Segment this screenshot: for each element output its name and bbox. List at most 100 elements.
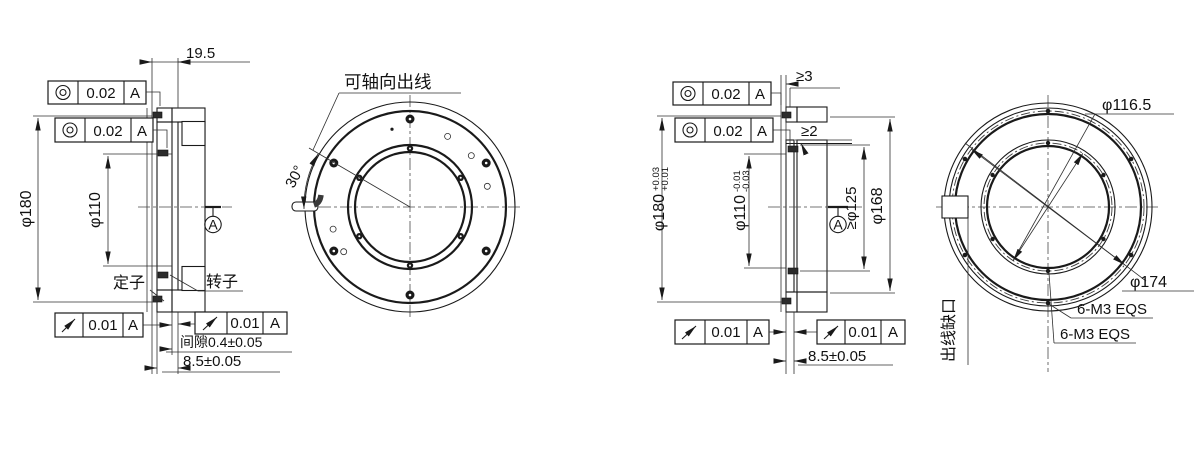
fcf1-datum: A (755, 86, 765, 103)
notch-label-text: 出线缺口 (940, 298, 958, 362)
fcf1-datum: A (130, 85, 140, 102)
concentricity-icon (55, 84, 71, 101)
extension-lines (146, 58, 179, 374)
stator-section (156, 121, 173, 291)
screw-icons (781, 111, 799, 305)
d1-section-view: 19.5 0.02 A 0.02 A (18, 45, 292, 374)
d1-fcf1: 0.02 A (47, 80, 161, 106)
d1-part-body (138, 58, 232, 374)
d2-runout-left: 0.01 A (674, 319, 786, 345)
dia-116-5-text: φ116.5 (1102, 97, 1151, 114)
runout-right-datum: A (888, 324, 898, 341)
ge3-text: ≥3 (796, 68, 813, 85)
dim-dia-110-lower: -0.03 (741, 170, 752, 192)
d1-outlet-label: 可轴向出线 (312, 72, 461, 151)
rotor-section (796, 139, 828, 293)
d1-dim-depth: 8.5±0.05 (144, 353, 280, 373)
dim-dia-180: φ180 (18, 190, 35, 227)
dim-19-5: 19.5 (186, 45, 215, 62)
outer-bolts-text: 6-M3 EQS (1077, 301, 1147, 318)
runout-right-tol: 0.01 (848, 324, 877, 341)
runout-left-datum: A (128, 317, 138, 334)
outer-bolt-heads (329, 114, 491, 300)
d2-inner-bolts-label: 6-M3 EQS (1048, 272, 1136, 344)
inner-ring-circle (346, 143, 474, 271)
rotor-label: 转子 (206, 273, 238, 291)
runout-left-tol: 0.01 (711, 324, 740, 341)
d1-dim-bore-dia: φ110 (87, 153, 172, 267)
concentricity-icon (62, 122, 78, 138)
ge2-text: ≥2 (801, 123, 818, 140)
inner-step-circle (980, 139, 1116, 275)
d2-dim-min-plate: ≥3 (786, 68, 840, 89)
runout-right-datum: A (270, 315, 280, 332)
d2-dim-min-clear: ≥2 (786, 123, 852, 156)
d2-dim-bore-dia: φ110 -0.01 -0.03 (732, 153, 786, 269)
rotor-section (177, 121, 206, 291)
d2-dim-min-clearance: ≥φ125 (800, 144, 870, 272)
dim-dia-168: φ168 (869, 187, 886, 224)
inner-bolt-heads (356, 145, 464, 269)
d2-fcf2: 0.02 A (674, 117, 791, 146)
dia-174-text: φ174 (1130, 274, 1167, 291)
fcf2-tol: 0.02 (93, 123, 122, 140)
d1-fcf2: 0.02 A (54, 117, 168, 148)
dim-dia-110-upper: -0.01 (732, 170, 743, 192)
fcf1-tol: 0.02 (711, 86, 740, 103)
d2-dim-outer-dia: φ180 +0.03 +0.01 (651, 115, 786, 303)
d2-dim-register: φ168 (830, 116, 895, 294)
concentricity-icon (682, 122, 698, 138)
notch-label: 出线缺口 (940, 218, 969, 365)
depth-dim-text: 8.5±0.05 (808, 348, 866, 365)
d1-runout-right: 0.01 A (178, 311, 288, 335)
d2-runout-right: 0.01 A (794, 319, 906, 345)
inner-bolt-points (990, 140, 1106, 274)
dim-dia-125: ≥φ125 (843, 187, 860, 230)
angle-30-text: 30° (282, 163, 308, 191)
wire-outlet-notch (941, 195, 969, 219)
d2-fcf1: 0.02 A (672, 81, 782, 106)
d1-part-labels: 定子 转子 (113, 273, 243, 302)
d1-datum-flag: A (204, 205, 222, 234)
gap-dim-text: 间隙0.4±0.05 (180, 334, 263, 350)
fcf2-datum: A (137, 123, 147, 140)
d2-section-view: ≥3 ≥2 0.02 A (651, 68, 906, 374)
d1-dim-outer-dia: φ180 (18, 115, 157, 303)
bore-circle (985, 144, 1111, 270)
datum-a-label: A (208, 217, 218, 233)
circular-runout-icon (202, 316, 218, 331)
depth-dim-text: 8.5±0.05 (183, 353, 241, 370)
inner-bolts-text: 6-M3 EQS (1060, 326, 1130, 343)
d1-dim-angle: 30° (282, 147, 411, 210)
dim-dia-180-lower: +0.01 (660, 167, 671, 191)
dim-dia-110: φ110 (87, 192, 104, 228)
circular-runout-icon (823, 325, 839, 340)
dim-dia-110-main: φ110 (732, 195, 749, 231)
fcf1-tol: 0.02 (86, 85, 115, 102)
dim-dia-180-upper: +0.03 (651, 167, 662, 191)
fcf2-tol: 0.02 (713, 123, 742, 140)
runout-right-tol: 0.01 (230, 315, 259, 332)
d2-dim-outer-bcd: φ174 (964, 142, 1194, 292)
circular-runout-icon (61, 318, 76, 333)
stator-label: 定子 (113, 274, 145, 292)
runout-left-datum: A (753, 324, 763, 341)
wire-outlet-tab (291, 194, 324, 212)
d2-front-view: 出线缺口 φ116.5 φ174 6-M3 EQS 6-M3 EQS (936, 95, 1194, 372)
d1-dim-axial-length: 19.5 (139, 45, 250, 65)
extension-lines (780, 75, 795, 374)
circular-runout-icon (681, 325, 697, 340)
runout-left-tol: 0.01 (88, 317, 117, 334)
d1-front-view: 30° 可轴向出线 (282, 72, 522, 319)
d1-dim-gap: 间隙0.4±0.05 (159, 334, 292, 353)
dim-dia-180-main: φ180 (651, 194, 668, 231)
d2-outer-bolts-label: 6-M3 EQS (1048, 301, 1153, 319)
concentricity-icon (680, 85, 696, 102)
fcf2-datum: A (757, 123, 767, 140)
d1-runout-left: 0.01 A (54, 312, 172, 338)
outlet-label-text: 可轴向出线 (344, 72, 432, 92)
small-holes (329, 127, 491, 256)
d2-datum-flag: A (828, 205, 848, 234)
